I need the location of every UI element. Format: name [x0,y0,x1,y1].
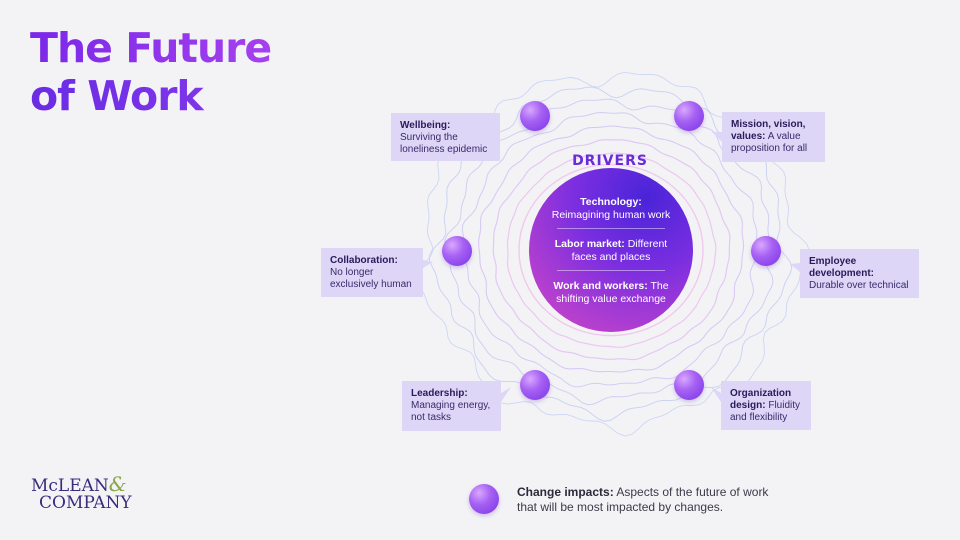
ripple-ring [492,139,731,361]
title-line-2: of Work [30,72,271,120]
impact-label: Mission, vision, values: [731,119,806,142]
driver-labor-market: Labor market: Different faces and places [541,238,681,264]
driver-text: Reimagining human work [551,209,671,221]
ripple-ring [415,71,810,437]
impact-dot-employee-development [751,236,781,266]
impact-box-leadership: Leadership: Managing energy, not tasks [402,381,501,431]
impact-box-collaboration: Collaboration: No longer exclusively hum… [321,248,423,297]
impact-label: Organization design: [730,388,792,411]
logo-line-2: COMPANY [39,493,132,513]
impact-text: No longer exclusively human [330,267,412,290]
impact-text: A value proposition for all [731,131,808,154]
impact-dot-organization-design [674,370,704,400]
legend-text: Change impacts: Aspects of the future of… [517,485,777,515]
page-title: The Future of Work [30,24,272,120]
logo-line-1: McLEAN [31,476,109,496]
impact-dot-mission [674,101,704,131]
drivers-circle: Technology: Reimagining human work Labor… [529,168,693,332]
impact-text: Managing energy, not tasks [411,400,491,423]
impact-box-employee-development: Employee development: Durable over techn… [800,249,919,298]
impact-text: Fluidity and flexibility [730,400,801,423]
ripple-ring [478,125,745,373]
driver-label: Labor market: [554,238,625,250]
driver-text: Different faces and places [571,238,668,263]
impact-box-organization-design: Organization design: Fluidity and flexib… [721,381,811,430]
legend-description: Aspects of the future of work that will … [517,485,769,514]
driver-label: Work and workers: [553,280,648,292]
impact-label: Collaboration: [330,255,398,266]
impact-text: Surviving the loneliness epidemic [400,132,488,155]
impact-dot-wellbeing [520,101,550,131]
driver-divider [557,228,665,229]
impact-label: Employee development: [809,256,875,279]
impact-text: Durable over technical [809,280,909,291]
impact-box-mission: Mission, vision, values: A value proposi… [722,112,825,162]
legend-label: Change impacts: [517,485,614,499]
driver-text: The shifting value exchange [556,280,669,305]
ripple-ring [506,152,717,348]
drivers-label: DRIVERS [572,153,648,169]
impact-dot-collaboration [442,236,472,266]
impact-box-wellbeing: Wellbeing: Surviving the loneliness epid… [391,113,500,161]
company-logo: McLEAN& COMPANY [31,474,132,513]
title-line-1: The Future [30,24,272,72]
driver-work-and-workers: Work and workers: The shifting value exc… [541,280,681,306]
legend-dot-icon [469,484,499,514]
logo-ampersand: & [108,472,127,496]
driver-divider [557,270,665,271]
ripple-ring [518,163,704,337]
impact-label: Wellbeing: [400,120,451,131]
impact-dot-leadership [520,370,550,400]
driver-label: Technology: [580,196,642,208]
impact-label: Leadership: [411,388,468,399]
driver-technology: Technology: Reimagining human work [541,196,681,222]
